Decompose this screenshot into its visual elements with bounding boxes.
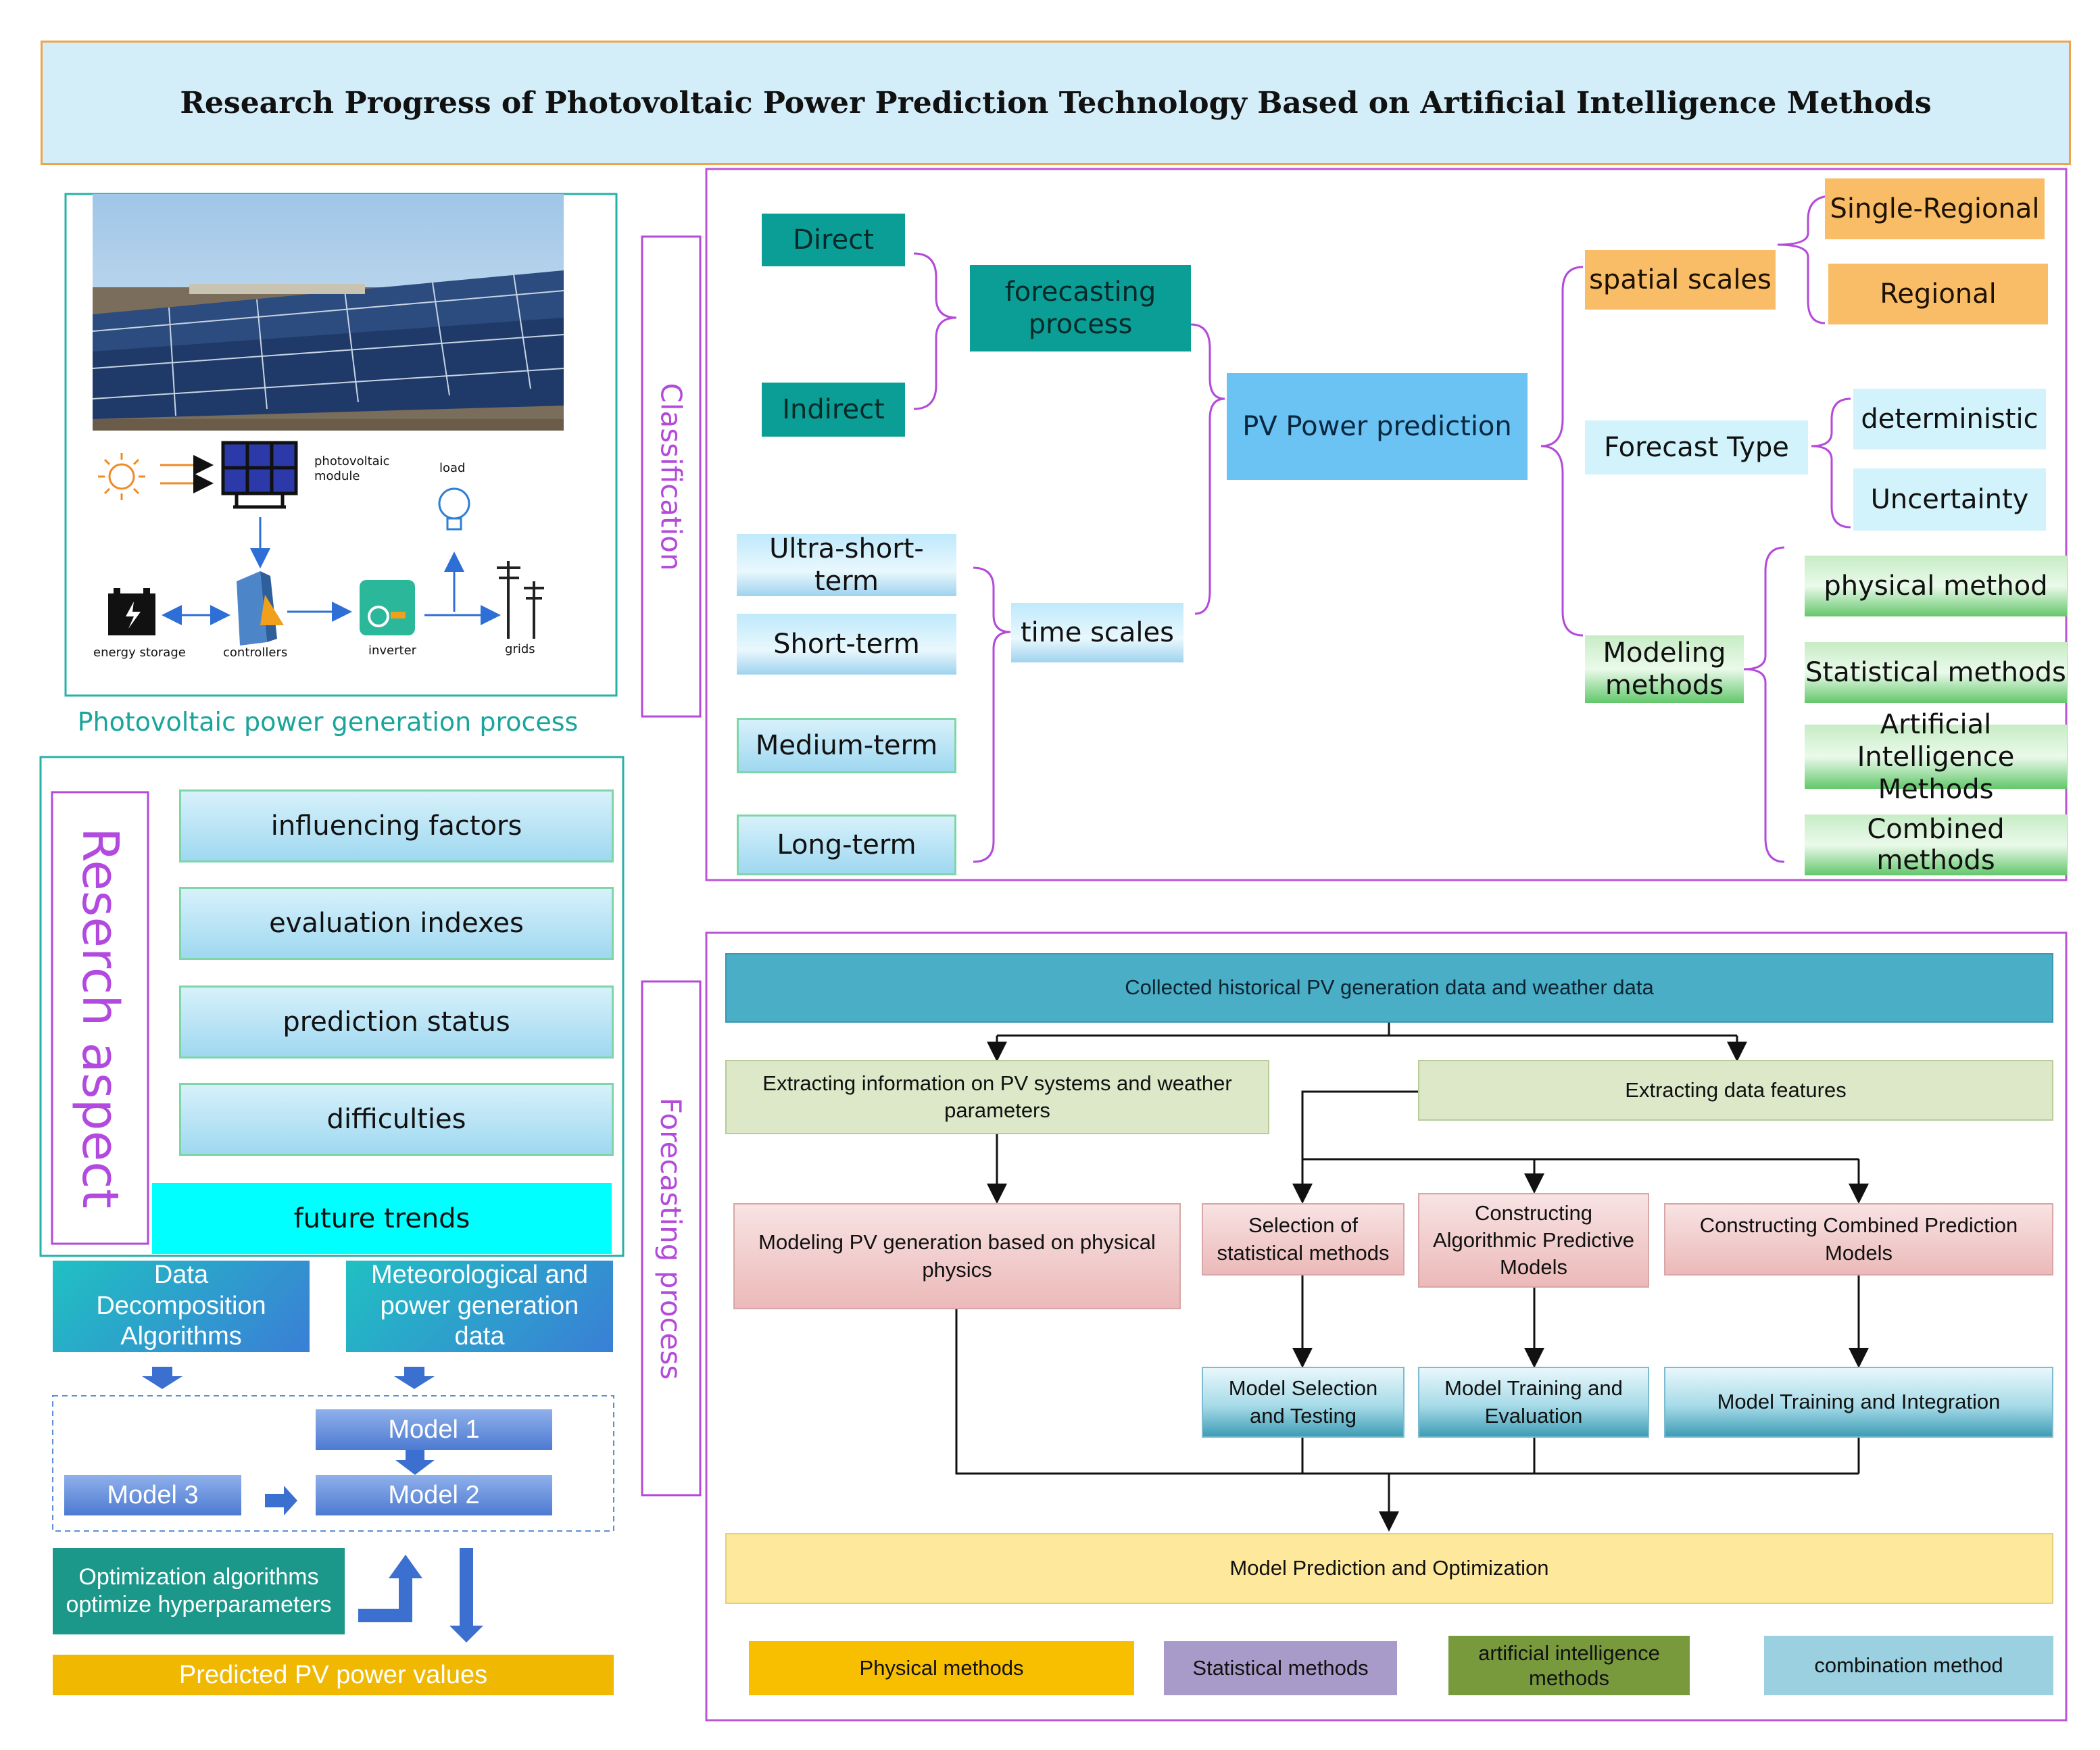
combined-methods-node: Combined methods <box>1805 814 2067 876</box>
meteorological-data-box: Meteorological and power generation data <box>346 1261 613 1352</box>
difficulties-item: difficulties <box>179 1083 614 1156</box>
time-scales-node: time scales <box>1011 603 1183 662</box>
statistical-methods-node: Statistical methods <box>1805 642 2067 703</box>
solar-farm-photo <box>92 194 564 431</box>
constructing-combined-box: Constructing Combined Prediction Models <box>1664 1203 2053 1275</box>
influencing-factors-item: influencing factors <box>179 789 614 862</box>
solar-module-icon <box>221 441 298 509</box>
extract-info-box: Extracting information on PV systems and… <box>725 1060 1269 1134</box>
model-training-evaluation-box: Model Training and Evaluation <box>1418 1367 1649 1438</box>
inverter-label: inverter <box>368 643 417 658</box>
future-trends-item: future trends <box>152 1183 612 1254</box>
spatial-scales-node: spatial scales <box>1585 250 1776 310</box>
physical-model-box: Modeling PV generation based on physical… <box>733 1203 1181 1309</box>
forecasting-process-node: forecasting process <box>970 265 1191 351</box>
ultra-short-term-node: Ultra-short-term <box>737 533 956 597</box>
battery-icon <box>108 588 155 635</box>
regional-node: Regional <box>1828 264 2048 324</box>
legend-ai: artificial intelligence methods <box>1448 1636 1690 1695</box>
selection-statistical-box: Selection of statistical methods <box>1202 1203 1405 1275</box>
direct-node: Direct <box>762 214 905 266</box>
photovoltaic-module-label: photovoltaic module <box>314 454 390 483</box>
light-bulb-icon <box>438 487 470 531</box>
constructing-algorithmic-box: Constructing Algorithmic Predictive Mode… <box>1418 1193 1649 1288</box>
inverter-icon <box>360 580 415 635</box>
prediction-optimization-box: Model Prediction and Optimization <box>725 1533 2053 1604</box>
short-term-node: Short-term <box>737 614 956 675</box>
legend-physical: Physical methods <box>749 1641 1134 1695</box>
medium-term-node: Medium-term <box>737 718 956 773</box>
extract-features-box: Extracting data features <box>1418 1060 2053 1121</box>
evaluation-indexes-item: evaluation indexes <box>179 887 614 960</box>
model-training-integration-box: Model Training and Integration <box>1664 1367 2053 1438</box>
research-side-label: Reserch aspect <box>71 827 129 1209</box>
sun-icon <box>98 453 145 500</box>
model-2-box: Model 2 <box>316 1475 552 1515</box>
grids-label: grids <box>505 642 535 656</box>
model-3-box: Model 3 <box>64 1475 241 1515</box>
modeling-methods-node: Modeling methods <box>1585 635 1744 703</box>
optimization-algorithms-box: Optimization algorithms optimize hyperpa… <box>53 1548 345 1634</box>
indirect-node: Indirect <box>762 383 905 437</box>
energy-storage-label: energy storage <box>93 646 186 660</box>
load-label: load <box>439 461 466 475</box>
forecasting-side-label: Forecasting process <box>654 1097 688 1380</box>
single-regional-node: Single-Regional <box>1825 178 2045 239</box>
collected-data-box: Collected historical PV generation data … <box>725 953 2053 1023</box>
classification-side-label: Classification <box>654 383 688 570</box>
predicted-pv-box: Predicted PV power values <box>53 1655 614 1695</box>
prediction-status-item: prediction status <box>179 986 614 1059</box>
physical-method-node: physical method <box>1805 556 2067 616</box>
deterministic-node: deterministic <box>1853 389 2046 449</box>
page-title: Research Progress of Photovoltaic Power … <box>41 41 2071 165</box>
uncertainty-node: Uncertainty <box>1853 468 2046 531</box>
legend-combination: combination method <box>1764 1636 2053 1695</box>
pv-power-prediction-node: PV Power prediction <box>1227 373 1528 480</box>
long-term-node: Long-term <box>737 815 956 875</box>
ai-methods-node: Artificial Intelligence Methods <box>1805 709 2067 805</box>
model-1-box: Model 1 <box>316 1409 552 1450</box>
forecast-type-node: Forecast Type <box>1585 420 1808 475</box>
power-grid-icon <box>497 561 544 639</box>
data-decomposition-box: Data Decomposition Algorithms <box>53 1261 310 1352</box>
process-caption: Photovoltaic power generation process <box>77 706 579 737</box>
controllers-label: controllers <box>223 646 288 660</box>
legend-statistical: Statistical methods <box>1164 1641 1397 1695</box>
controller-icon <box>237 571 284 646</box>
model-selection-box: Model Selection and Testing <box>1202 1367 1405 1438</box>
